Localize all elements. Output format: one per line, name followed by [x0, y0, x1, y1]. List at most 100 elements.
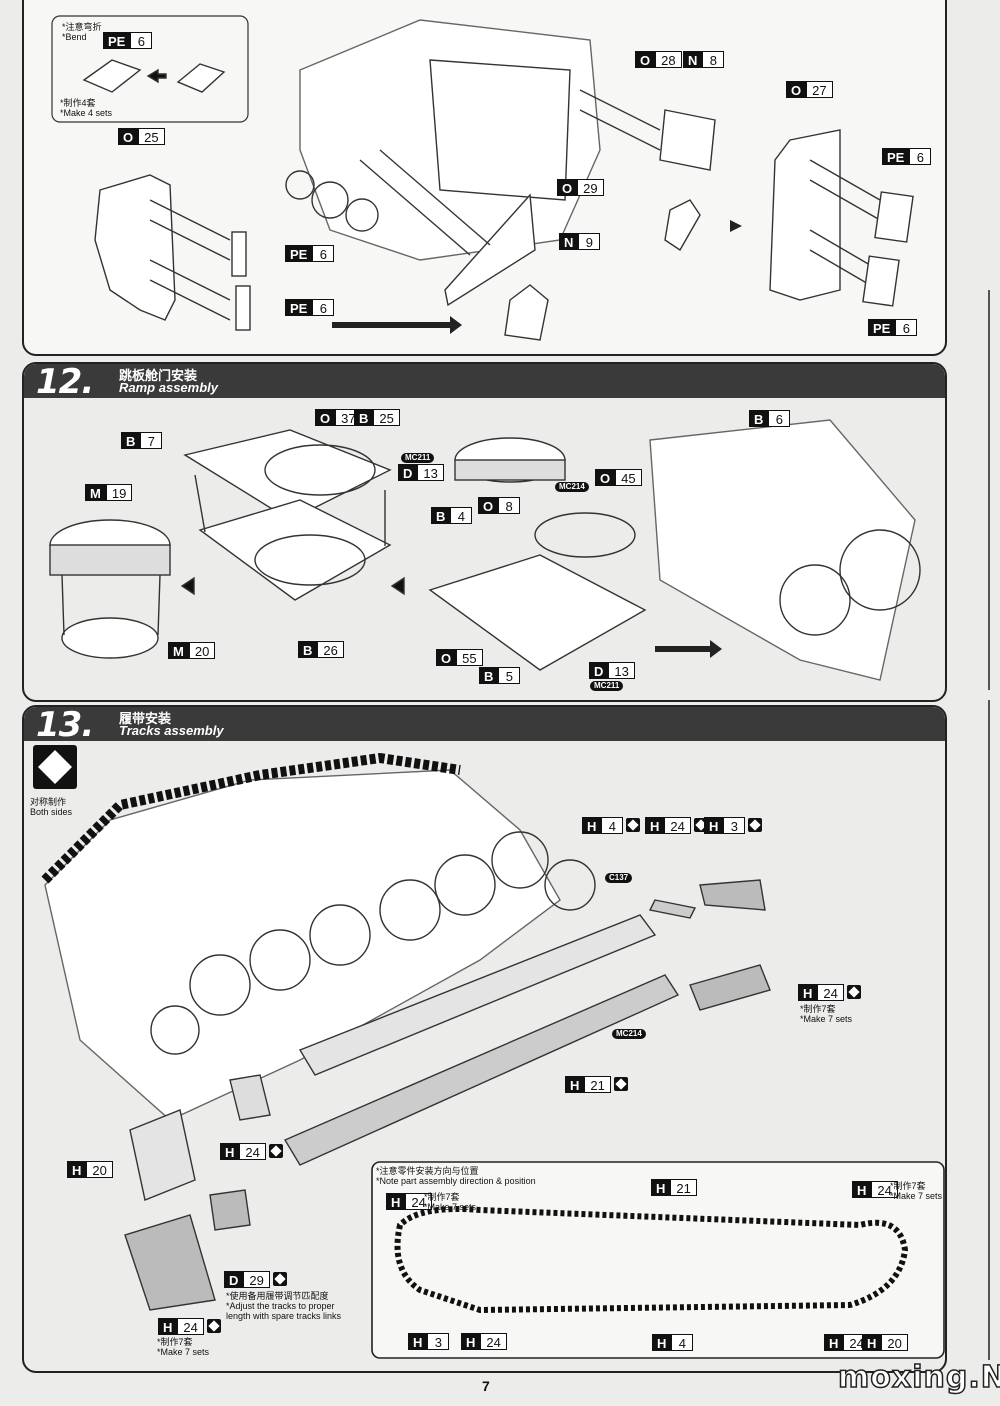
make7-en: *Make 7 sets: [890, 1191, 943, 1201]
part-number: 24: [480, 1333, 507, 1350]
part-number: 9: [578, 233, 601, 250]
make7-zh: *制作7套: [890, 1181, 926, 1191]
step-title-en: Ramp assembly: [119, 380, 218, 395]
part-sprue: B: [479, 667, 499, 684]
part-number: 29: [243, 1271, 270, 1288]
make-7-sets-note: *制作7套 *Make 7 sets: [890, 1181, 942, 1201]
part-number: 7: [140, 432, 163, 449]
inset-title: *注意零件安装方向与位置 *Note part assembly directi…: [376, 1166, 536, 1186]
page-number: 7: [482, 1378, 490, 1394]
both-sides-zh: 对称制作: [30, 797, 67, 807]
part-sprue: H: [565, 1076, 585, 1093]
make7-zh: *制作7套: [157, 1337, 193, 1347]
part-sprue: O: [478, 497, 499, 514]
make-7-sets-note: *制作7套 *Make 7 sets: [424, 1192, 476, 1212]
part-sprue: M: [168, 642, 189, 659]
symmetry-icon: [268, 1144, 283, 1158]
part-number: 21: [584, 1076, 611, 1093]
step-number: 12.: [36, 362, 94, 402]
both-sides-note: 对称制作 Both sides: [30, 797, 72, 817]
adjust-tracks-note: *使用备用履带调节匹配度 *Adjust the tracks to prope…: [226, 1291, 341, 1321]
page-edge-line: [988, 290, 990, 690]
part-sprue: D: [589, 662, 609, 679]
adjust-zh: *使用备用履带调节匹配度: [226, 1291, 329, 1301]
part-number: 6: [130, 32, 153, 49]
step-title-zh: 跳板舱门安装: [119, 368, 198, 383]
part-number: 3: [723, 817, 746, 834]
part-number: 6: [312, 245, 335, 262]
adjust-en2: length with spare tracks links: [226, 1311, 342, 1321]
step13-header: 13. 履带安装 Tracks assembly: [24, 707, 945, 745]
part-sprue: O: [118, 128, 139, 145]
make-4-sets-note: *制作4套 *Make 4 sets: [60, 98, 112, 118]
part-sprue: O: [557, 179, 578, 196]
part-number: 24: [817, 984, 844, 1001]
part-number: 20: [188, 642, 216, 659]
part-sprue: H: [824, 1334, 844, 1351]
step13-panel: 13. 履带安装 Tracks assembly: [22, 705, 947, 1373]
part-sprue: B: [749, 410, 769, 427]
part-sprue: D: [398, 464, 418, 481]
step-number: 13.: [36, 705, 94, 745]
part-sprue: H: [408, 1333, 428, 1350]
part-sprue: H: [652, 1334, 672, 1351]
part-sprue: PE: [103, 32, 131, 49]
part-number: 25: [138, 128, 165, 145]
part-sprue: H: [852, 1181, 872, 1198]
bend-note-zh: *注意弯折: [62, 22, 102, 32]
part-sprue: O: [635, 51, 656, 68]
part-number: 45: [615, 469, 642, 486]
part-sprue: D: [224, 1271, 244, 1288]
make7-en: *Make 7 sets: [157, 1347, 210, 1357]
part-number: 4: [671, 1334, 694, 1351]
paint-code-c137: C137: [605, 873, 633, 883]
part-sprue: H: [582, 817, 602, 834]
both-sides-en: Both sides: [30, 807, 73, 817]
part-number: 6: [312, 299, 335, 316]
part-sprue: H: [704, 817, 724, 834]
paint-code-mc214: MC214: [555, 482, 589, 492]
part-sprue: H: [386, 1193, 406, 1210]
part-sprue: M: [85, 484, 106, 501]
step12-panel: 12. 跳板舱门安装 Ramp assembly: [22, 362, 947, 702]
make7-zh: *制作7套: [800, 1004, 836, 1014]
page-edge-line: [988, 700, 990, 1360]
part-number: 26: [317, 641, 344, 658]
bend-note-en: *Bend: [62, 32, 87, 42]
symmetry-icon: [626, 818, 641, 832]
step-title-zh: 履带安装: [119, 711, 172, 726]
part-sprue: O: [436, 649, 457, 666]
part-number: 19: [105, 484, 133, 501]
part-sprue: B: [121, 432, 141, 449]
adjust-en1: *Adjust the tracks to proper: [226, 1301, 335, 1311]
symmetry-icon: [748, 818, 763, 832]
symmetry-icon: [272, 1272, 287, 1286]
part-number: 3: [427, 1333, 450, 1350]
